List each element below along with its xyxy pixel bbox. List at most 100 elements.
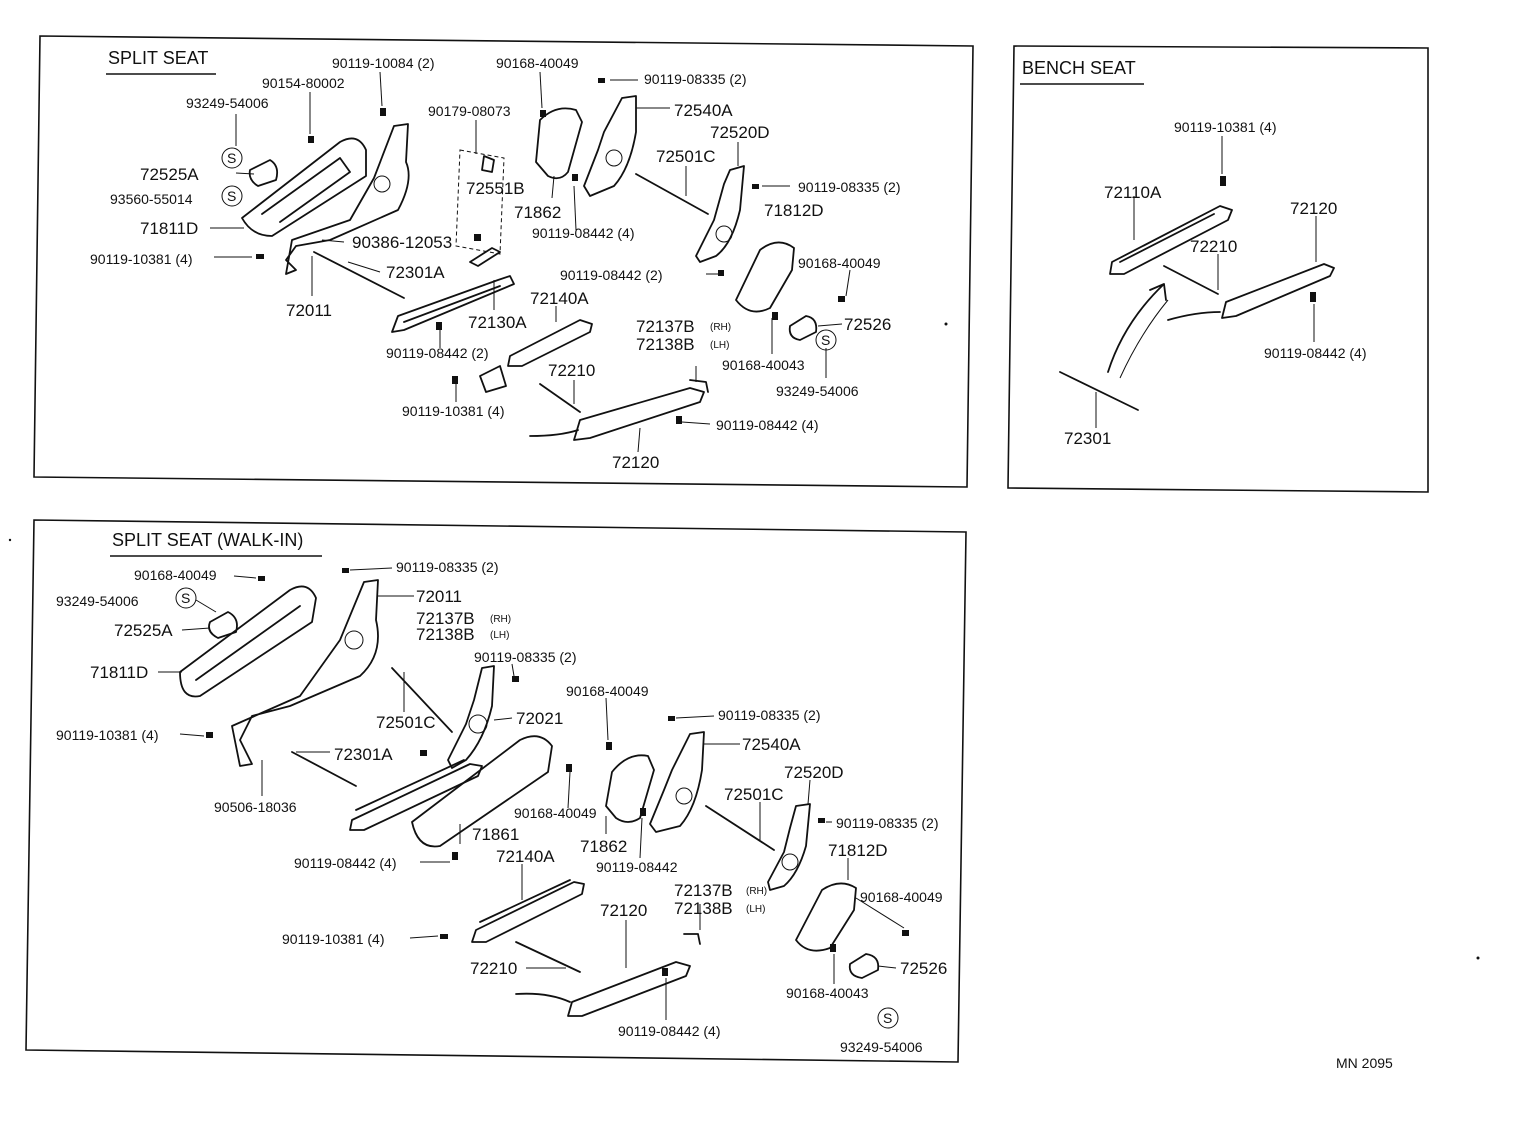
recliner-plate-72011-walkin [231, 579, 379, 767]
label-w-72011: 72011 [416, 587, 462, 606]
seat-adjuster-72140a [479, 319, 593, 393]
s-symbol-icon [221, 185, 243, 207]
seat-rail-72120-walkin [515, 961, 691, 1017]
label-b-90119-10381: 90119-10381 (4) [1174, 119, 1276, 135]
label-72301: 72301 [1064, 429, 1111, 448]
rod-72501c-walkin-b [705, 805, 775, 851]
knob-72525a-walkin [208, 611, 238, 639]
label-w-72138b: 72138B [416, 625, 475, 644]
label-rh: (RH) [710, 322, 731, 333]
label-w-72137b: 72137B [416, 609, 475, 628]
label-w-90168-40049: 90168-40049 [134, 567, 217, 583]
cover-71862 [535, 107, 583, 180]
label-72301a: 72301A [386, 263, 445, 282]
label-b-72120: 72120 [1290, 199, 1337, 218]
label-90119-08442-2: 90119-08442 (2) [386, 345, 488, 361]
label-w-72138b-b: 72138B [674, 899, 733, 918]
walkin-s-symbols: S S [175, 587, 899, 1029]
recliner-plate-72011 [285, 123, 410, 275]
label-b-72210: 72210 [1190, 237, 1237, 256]
hinge-72520d [695, 165, 745, 263]
s-symbol-icon [877, 1007, 899, 1029]
label-72501c: 72501C [656, 147, 716, 166]
label-72520d: 72520D [710, 123, 770, 142]
label-w-72140a: 72140A [496, 847, 555, 866]
arrow-icon [1107, 283, 1167, 373]
label-93249-54006-b: 93249-54006 [776, 383, 859, 399]
bench-seat-title: BENCH SEAT [1022, 58, 1136, 78]
label-w-90119-10381: 90119-10381 (4) [56, 727, 158, 743]
label-w-90119-08442: 90119-08442 [596, 859, 678, 875]
label-w-90119-08335-d: 90119-08335 (2) [836, 815, 938, 831]
cover-71812d [735, 241, 795, 313]
split-seat-frame [33, 35, 974, 488]
cable-72301a-walkin [291, 751, 357, 787]
label-72011: 72011 [286, 301, 332, 320]
svg-text:S: S [181, 590, 190, 606]
cover-71812d-walkin [795, 882, 857, 952]
label-90119-08335: 90119-08335 (2) [644, 71, 746, 87]
label-w-71812d: 71812D [828, 841, 888, 860]
label-w-90119-08335-c: 90119-08335 (2) [718, 707, 820, 723]
label-72210: 72210 [548, 361, 595, 380]
knob-72526-walkin [848, 953, 880, 979]
label-90154-80002: 90154-80002 [262, 75, 345, 91]
label-w-90119-08335: 90119-08335 (2) [396, 559, 498, 575]
label-90119-10084: 90119-10084 (2) [332, 55, 434, 71]
label-71811d: 71811D [140, 219, 198, 238]
label-w-72520d: 72520D [784, 763, 844, 782]
seat-adjuster-72110a [1109, 205, 1233, 275]
label-72526: 72526 [844, 315, 891, 334]
s-symbol-icon [175, 587, 197, 609]
label-72525a: 72525A [140, 165, 199, 184]
label-w-90119-08442-4: 90119-08442 (4) [294, 855, 396, 871]
walkin-bolts [206, 568, 909, 976]
knob-72525a [248, 159, 279, 187]
seat-rail-72120-bench [1167, 263, 1335, 321]
label-90168-40049: 90168-40049 [496, 55, 579, 71]
label-w-90119-08335-b: 90119-08335 (2) [474, 649, 576, 665]
label-72130a: 72130A [468, 313, 527, 332]
label-72110a: 72110A [1104, 183, 1162, 202]
label-w-72525a: 72525A [114, 621, 173, 640]
label-w-93249-54006: 93249-54006 [56, 593, 139, 609]
label-w-72021: 72021 [516, 709, 563, 728]
label-lh: (LH) [710, 340, 729, 351]
walkin-leaders [158, 567, 905, 1020]
label-w-90168-40049-b: 90168-40049 [566, 683, 649, 699]
bench-seat-panel: BENCH SEAT 90119-10381 (4) 72110A 72120 … [1007, 45, 1429, 493]
figure-code: MN 2095 [1336, 1055, 1393, 1071]
label-w-90168-40049-c: 90168-40049 [514, 805, 597, 821]
label-93560-55014: 93560-55014 [110, 191, 193, 207]
split-labels: 90119-10084 (2) 90154-80002 93249-54006 … [90, 55, 900, 472]
label-90119-08335-b: 90119-08335 (2) [798, 179, 900, 195]
label-90119-08442-4: 90119-08442 (4) [532, 225, 634, 241]
label-w-90168-40043: 90168-40043 [786, 985, 869, 1001]
label-90119-08442-4b: 90119-08442 (4) [716, 417, 818, 433]
cable-72301 [1059, 371, 1139, 411]
label-w-72301a: 72301A [334, 745, 393, 764]
spring-72210-walkin [515, 941, 581, 973]
walkin-seat-frame [25, 519, 967, 1063]
cover-71861 [411, 735, 553, 848]
label-w-71811d: 71811D [90, 663, 148, 682]
knob-72526 [788, 315, 818, 341]
svg-text:S: S [883, 1010, 892, 1026]
label-w-rh-b: (RH) [746, 886, 767, 897]
label-w-72526: 72526 [900, 959, 947, 978]
label-72551b: 72551B [466, 179, 525, 198]
seat-frame-walkin [349, 759, 483, 831]
label-w-72501c-b: 72501C [724, 785, 784, 804]
label-w-93249-54006-b: 93249-54006 [840, 1039, 923, 1055]
svg-text:S: S [821, 332, 830, 348]
label-72137b: 72137B [636, 317, 695, 336]
svg-text:S: S [227, 188, 236, 204]
split-bolts [256, 78, 845, 424]
label-93249-54006: 93249-54006 [186, 95, 269, 111]
seat-side-cover-71811d [241, 137, 367, 237]
label-90168-40043: 90168-40043 [722, 357, 805, 373]
rod-72501c-walkin-a [391, 667, 453, 733]
label-w-lh: (LH) [490, 630, 509, 641]
label-90386-12053: 90386-12053 [352, 233, 452, 252]
